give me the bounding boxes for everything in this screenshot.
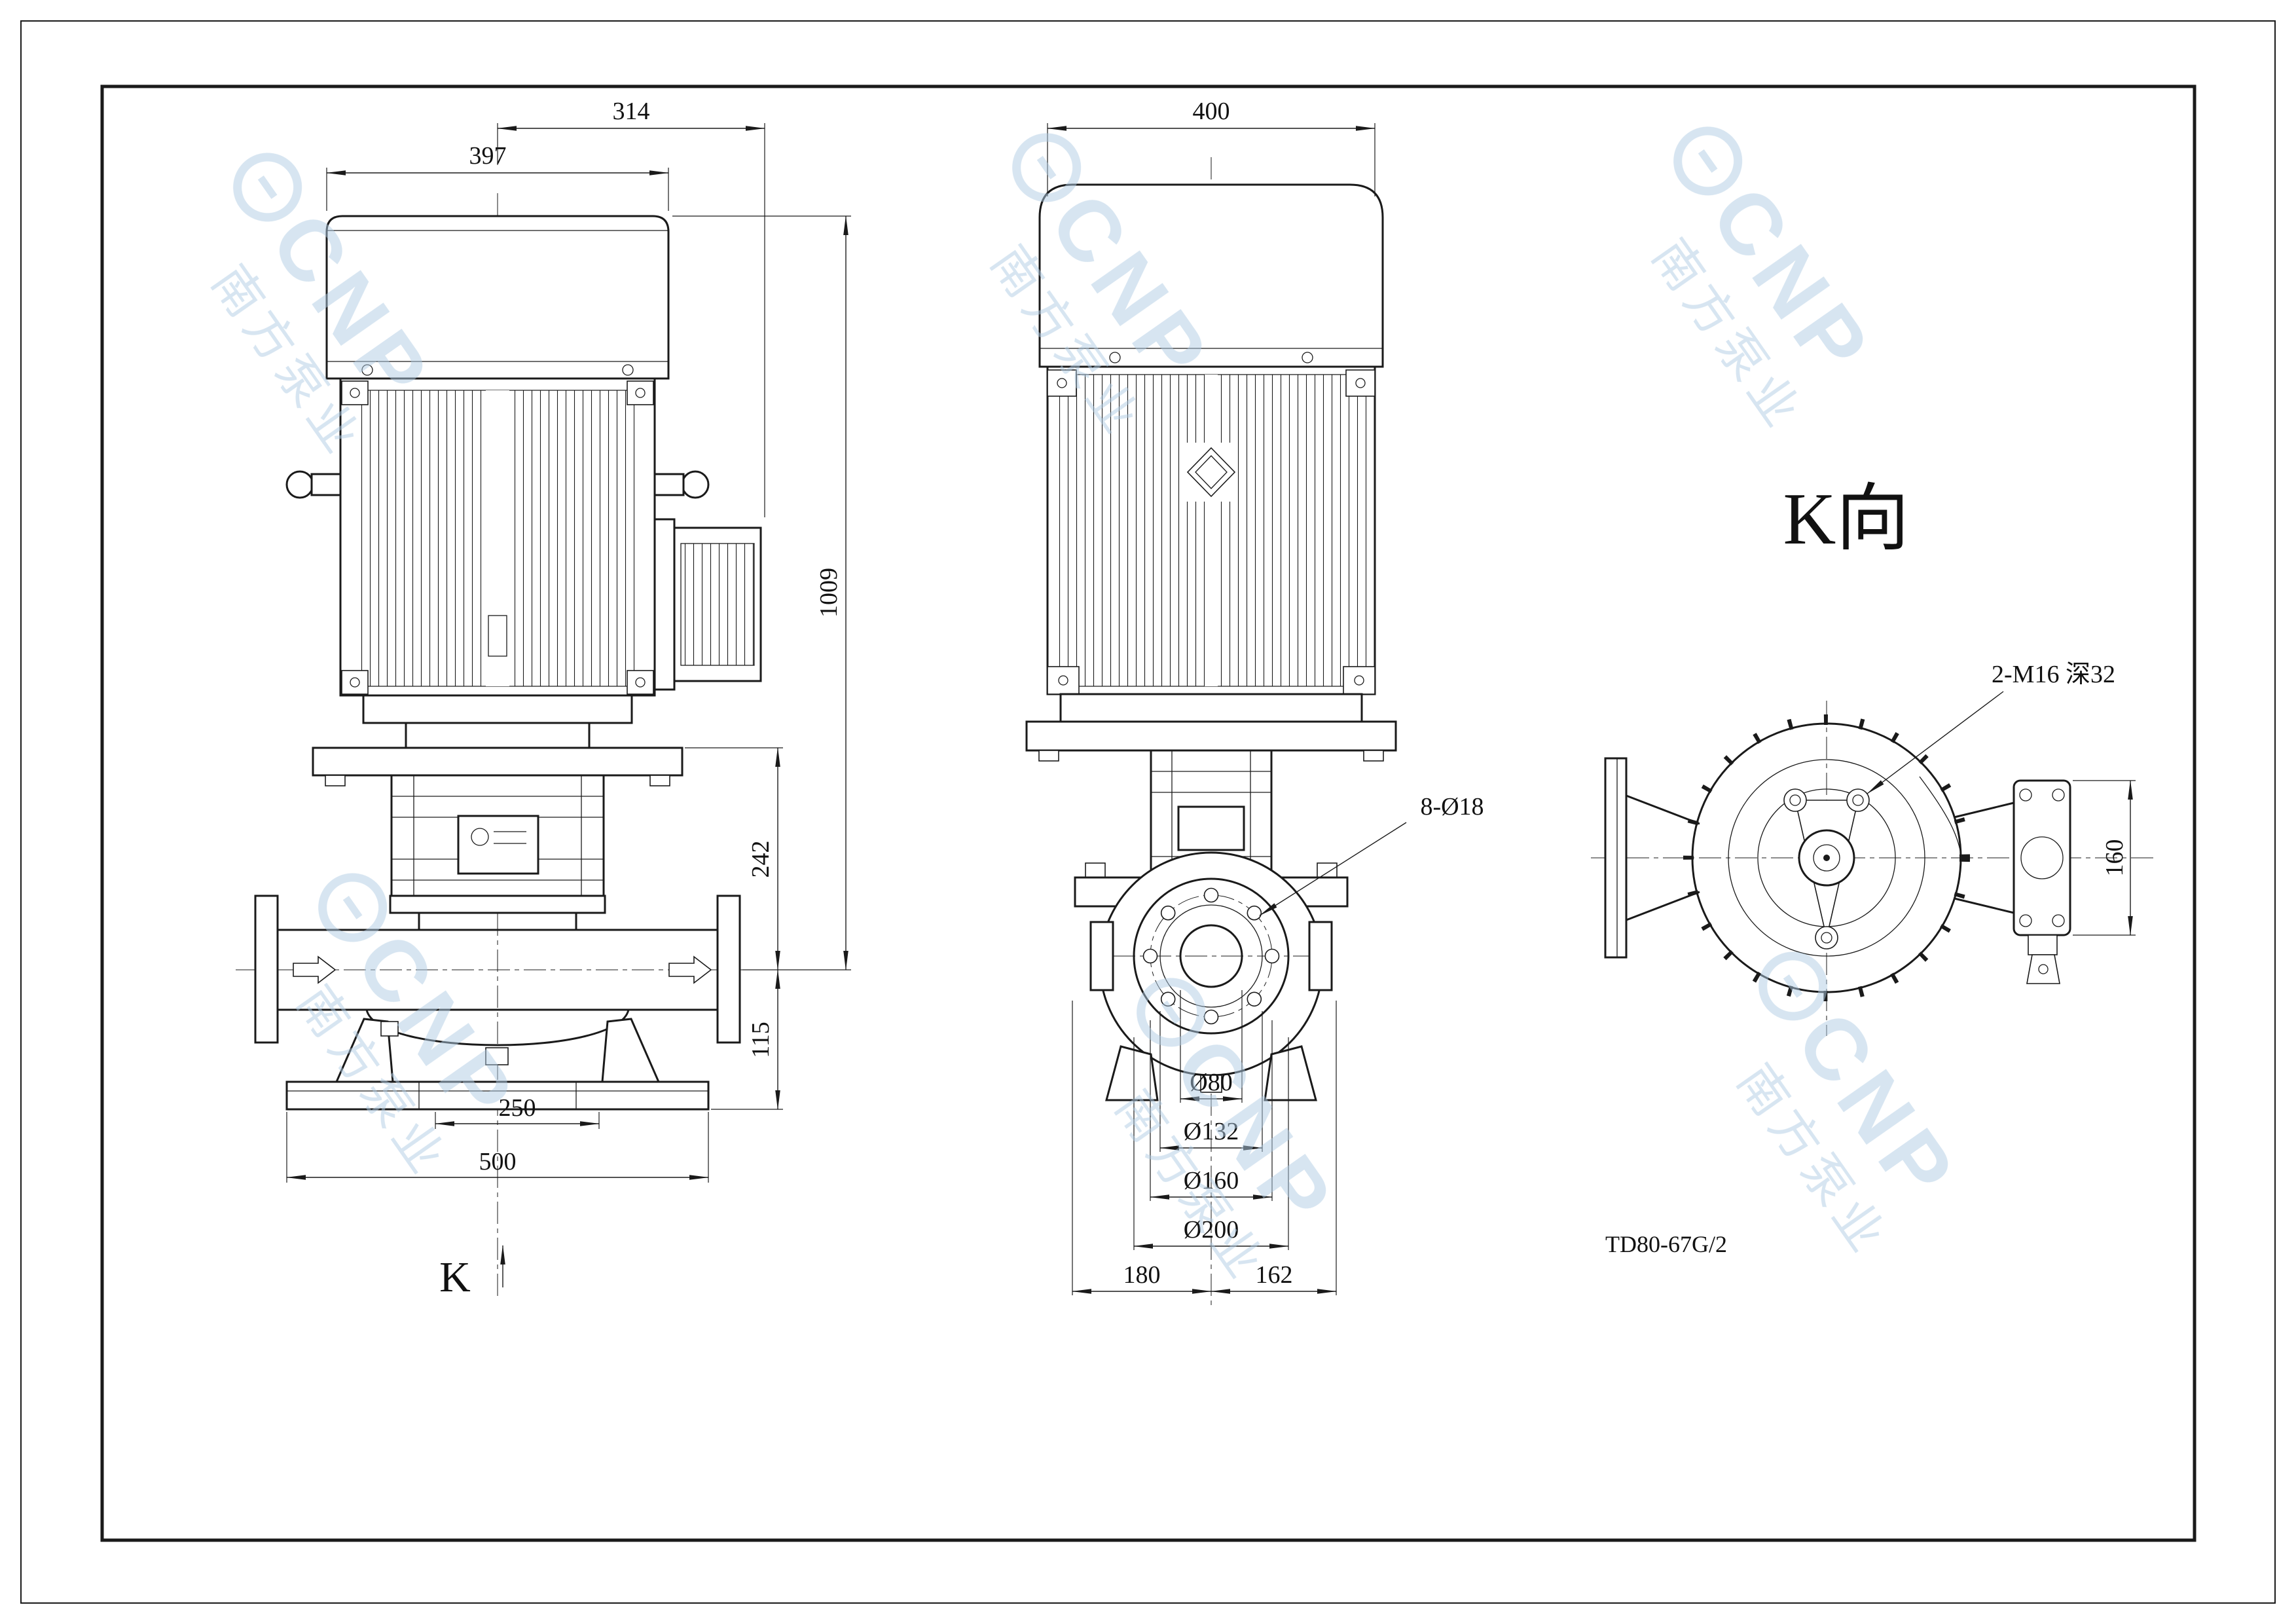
nameplate	[457, 815, 539, 875]
pump-casing	[254, 895, 741, 1111]
suction-flange	[254, 895, 279, 1044]
motor-adapter	[312, 694, 683, 786]
inner-border	[100, 84, 2196, 1542]
dim-242: 242	[747, 841, 774, 878]
cnp-logo-icon	[318, 873, 388, 942]
discharge-flange	[716, 895, 741, 1044]
cnp-logo-icon	[1012, 133, 1082, 202]
gland-fitting	[2028, 934, 2058, 955]
cnp-logo-icon	[1673, 126, 1743, 196]
dim-162: 162	[1256, 1261, 1293, 1289]
side-view: 400 8-Ø18 Ø80 Ø132 Ø160 Ø200 180	[1025, 98, 1484, 1308]
fan-cover	[325, 215, 670, 380]
motor-body	[1046, 365, 1376, 695]
dim-1009: 1009	[815, 568, 843, 618]
terminal-box	[653, 518, 762, 691]
note-bolt-holes: 8-Ø18	[1420, 793, 1484, 821]
model-label: TD80-67G/2	[1605, 1231, 1727, 1257]
motor-body	[339, 377, 656, 697]
nameplate	[1177, 805, 1245, 851]
watermark: CNP 南方泵业	[1643, 126, 1892, 441]
cnp-logo-icon	[1137, 978, 1206, 1047]
k-direction-label: K	[439, 1253, 471, 1301]
front-view-dimensions: 397 314 1009 242 115 250 500 K	[286, 98, 851, 1301]
outer-border	[20, 20, 2276, 1604]
dim-400: 400	[1193, 98, 1230, 125]
dim-397: 397	[469, 142, 507, 170]
dim-500: 500	[479, 1148, 517, 1175]
k-view-dimensions: 2-M16 深32 160	[1867, 661, 2136, 936]
lifting-eyes	[285, 470, 710, 499]
lantern-support	[390, 774, 605, 897]
dim-d132: Ø132	[1184, 1118, 1239, 1145]
front-view: 397 314 1009 242 115 250 500 K	[236, 98, 851, 1301]
dim-d200: Ø200	[1184, 1216, 1239, 1244]
nameplate-logo-icon	[471, 828, 489, 846]
dim-160: 160	[2101, 840, 2128, 877]
dim-115: 115	[747, 1022, 774, 1058]
flow-arrow-icon	[293, 955, 337, 984]
discharge-flange	[1954, 779, 2071, 984]
fan-cover	[1038, 183, 1384, 368]
drain-plug	[485, 1047, 509, 1065]
base-plate	[285, 1080, 710, 1111]
dim-d160: Ø160	[1184, 1167, 1239, 1194]
cnp-logo-icon	[233, 153, 302, 222]
rating-plate-icon	[1186, 447, 1236, 498]
bearing-bracket	[1783, 788, 1870, 950]
k-view: K向	[1591, 479, 2155, 1257]
dim-250: 250	[499, 1094, 536, 1122]
dim-314: 314	[613, 98, 650, 125]
suction-nozzle	[1604, 757, 1700, 959]
flow-arrow-icon	[668, 955, 712, 984]
dim-180: 180	[1123, 1261, 1161, 1289]
side-view-dimensions: 400 8-Ø18 Ø80 Ø132 Ø160 Ø200 180	[1047, 98, 1484, 1295]
suction-flange-face	[1113, 877, 1309, 1035]
dim-d80: Ø80	[1190, 1069, 1232, 1096]
note-tapped-holes: 2-M16 深32	[1992, 661, 2115, 688]
k-view-title: K向	[1783, 479, 1910, 560]
cnp-logo-icon	[1758, 951, 1828, 1021]
motor-adapter	[1025, 693, 1397, 762]
